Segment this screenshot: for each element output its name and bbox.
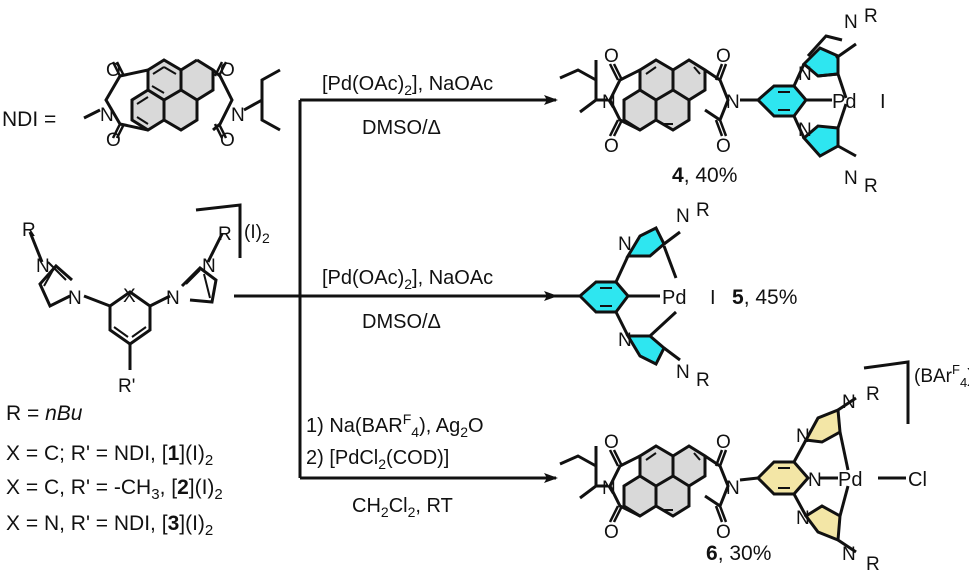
product-5-label: 5, 45% bbox=[732, 286, 797, 309]
p6-atom-r-bot: R bbox=[866, 554, 880, 575]
p4-atom-n-bot: N bbox=[798, 120, 812, 141]
product-5-structure bbox=[556, 225, 681, 367]
ligand-atom-rprime: R' bbox=[118, 376, 135, 397]
ligand-structure bbox=[28, 203, 300, 370]
product-6-structure bbox=[559, 360, 910, 554]
product-4-label: 4, 40% bbox=[672, 164, 737, 187]
p6-atom-n-top-r: N bbox=[842, 392, 856, 413]
p6-atom-o1: O bbox=[604, 432, 619, 453]
ndi-label: NDI = bbox=[2, 108, 56, 131]
reaction-arrows bbox=[298, 95, 558, 483]
compound-2-definition: X = C, R' = -CH3, [2](I)2 bbox=[6, 476, 223, 503]
ndi-atom-o4: O bbox=[220, 130, 235, 151]
middle-conditions-solvent: DMSO/Δ bbox=[362, 311, 441, 333]
ligand-atom-n-left-top: N bbox=[36, 256, 50, 277]
p6-atom-cl: Cl bbox=[908, 469, 927, 491]
p6-atom-pd: Pd bbox=[838, 469, 862, 491]
product-6-counterion: (BArF4) bbox=[914, 362, 969, 390]
ligand-atom-r-right: R bbox=[218, 224, 232, 245]
p6-atom-o2: O bbox=[604, 522, 619, 543]
p6-atom-n-top: N bbox=[796, 426, 810, 447]
p4-atom-o3: O bbox=[716, 46, 731, 67]
p6-atom-n-imide-right: N bbox=[726, 478, 740, 499]
bottom-conditions-step1: 1) Na(BARF4), Ag2O bbox=[306, 411, 484, 440]
p4-atom-o1: O bbox=[604, 46, 619, 67]
ligand-atom-n-right-top: N bbox=[202, 256, 216, 277]
compound-3-definition: X = N, R' = NDI, [3](I)2 bbox=[6, 512, 213, 539]
p5-atom-n-bot-r: N bbox=[676, 362, 690, 383]
p6-atom-n-pyridine: N bbox=[808, 470, 822, 491]
top-conditions-solvent: DMSO/Δ bbox=[362, 117, 441, 139]
bottom-conditions-step2: 2) [PdCl2(COD)] bbox=[306, 447, 449, 472]
ndi-definition bbox=[83, 58, 281, 139]
ligand-atom-r-left: R bbox=[22, 220, 36, 241]
p4-atom-r-bot: R bbox=[864, 176, 878, 197]
ligand-atom-n-left-bot: N bbox=[68, 288, 82, 309]
p5-atom-n-top-r: N bbox=[676, 206, 690, 227]
p4-atom-n-top-r: N bbox=[844, 12, 858, 33]
middle-conditions-reagent: [Pd(OAc)2], NaOAc bbox=[322, 267, 493, 292]
p6-atom-o4: O bbox=[716, 522, 731, 543]
p6-atom-r-top: R bbox=[866, 384, 880, 405]
ligand-atom-n-right-bot: N bbox=[166, 288, 180, 309]
p6-atom-n-imide-left: N bbox=[602, 478, 616, 499]
p5-atom-r-bot: R bbox=[696, 370, 710, 391]
p4-atom-n-imide-right: N bbox=[726, 92, 740, 113]
p4-atom-r-top: R bbox=[864, 6, 878, 27]
ndi-atom-o3: O bbox=[220, 60, 235, 81]
ligand-counterion: (I)2 bbox=[244, 222, 270, 246]
product-6-label: 6, 30% bbox=[706, 542, 771, 565]
product-4-structure bbox=[559, 34, 857, 158]
p4-atom-n-top: N bbox=[798, 64, 812, 85]
p6-atom-n-bot-r: N bbox=[842, 544, 856, 565]
r-definition: R = nBu bbox=[6, 402, 83, 425]
p6-atom-n-bot: N bbox=[796, 508, 810, 529]
ligand-atom-x: X bbox=[123, 286, 136, 307]
p5-atom-n-top: N bbox=[618, 234, 632, 255]
p4-atom-i: I bbox=[880, 91, 886, 113]
p5-atom-i: I bbox=[710, 287, 716, 309]
p4-atom-pd: Pd bbox=[832, 91, 856, 113]
ndi-atom-n2: N bbox=[231, 105, 245, 126]
p5-atom-n-bot: N bbox=[618, 330, 632, 351]
p4-atom-o4: O bbox=[716, 136, 731, 157]
p6-atom-o3: O bbox=[716, 432, 731, 453]
top-conditions-reagent: [Pd(OAc)2], NaOAc bbox=[322, 73, 493, 98]
p4-atom-n-imide-left: N bbox=[602, 92, 616, 113]
compound-1-definition: X = C; R' = NDI, [1](I)2 bbox=[6, 442, 213, 469]
ndi-atom-o1: O bbox=[106, 60, 121, 81]
p5-atom-pd: Pd bbox=[662, 287, 686, 309]
bottom-conditions-solvent: CH2Cl2, RT bbox=[352, 495, 453, 520]
ndi-atom-o2: O bbox=[106, 130, 121, 151]
p4-atom-n-bot-r: N bbox=[844, 168, 858, 189]
p4-atom-o2: O bbox=[604, 136, 619, 157]
p5-atom-r-top: R bbox=[696, 200, 710, 221]
ndi-atom-n1: N bbox=[100, 105, 114, 126]
